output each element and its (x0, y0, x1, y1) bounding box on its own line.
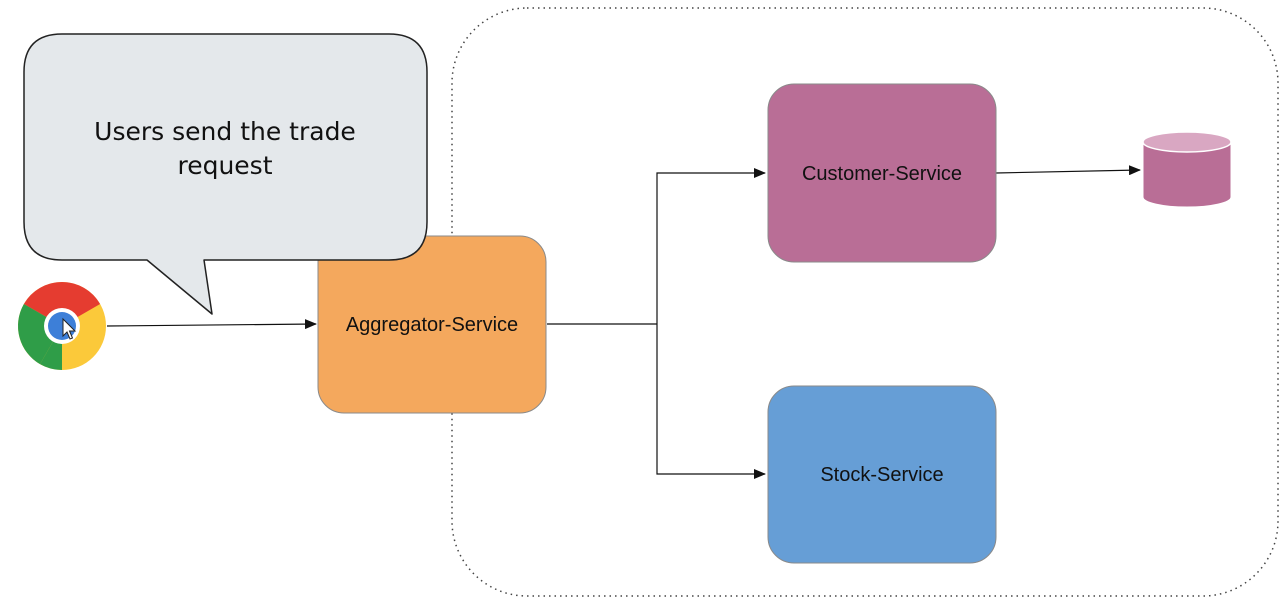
aggregator-to-customer-arrow (656, 168, 766, 324)
callout-text-line1: Users send the trade (94, 117, 356, 146)
database-icon[interactable] (1142, 131, 1232, 208)
customer-to-database-arrow (995, 165, 1141, 176)
aggregator-service-node[interactable]: Aggregator-Service (317, 235, 547, 414)
chrome-browser-icon[interactable] (18, 282, 106, 370)
stock-service-node[interactable]: Stock-Service (767, 385, 997, 564)
connectors (106, 165, 1141, 479)
callout-bubble: Users send the trade request (23, 33, 428, 315)
client-to-aggregator-arrow (106, 319, 317, 330)
customer-service-label: Customer-Service (802, 163, 962, 185)
callout-text-line2: request (177, 151, 272, 180)
service-boundary (451, 7, 1279, 597)
customer-service-node[interactable]: Customer-Service (767, 83, 997, 263)
stock-service-label: Stock-Service (820, 464, 943, 486)
stock-service-box[interactable] (767, 385, 997, 564)
aggregator-service-box[interactable] (317, 235, 547, 414)
callout-shape (23, 33, 428, 315)
aggregator-service-label: Aggregator-Service (346, 314, 518, 336)
cursor-icon (62, 317, 77, 340)
aggregator-to-stock-arrow (656, 324, 766, 479)
customer-service-box[interactable] (767, 83, 997, 263)
